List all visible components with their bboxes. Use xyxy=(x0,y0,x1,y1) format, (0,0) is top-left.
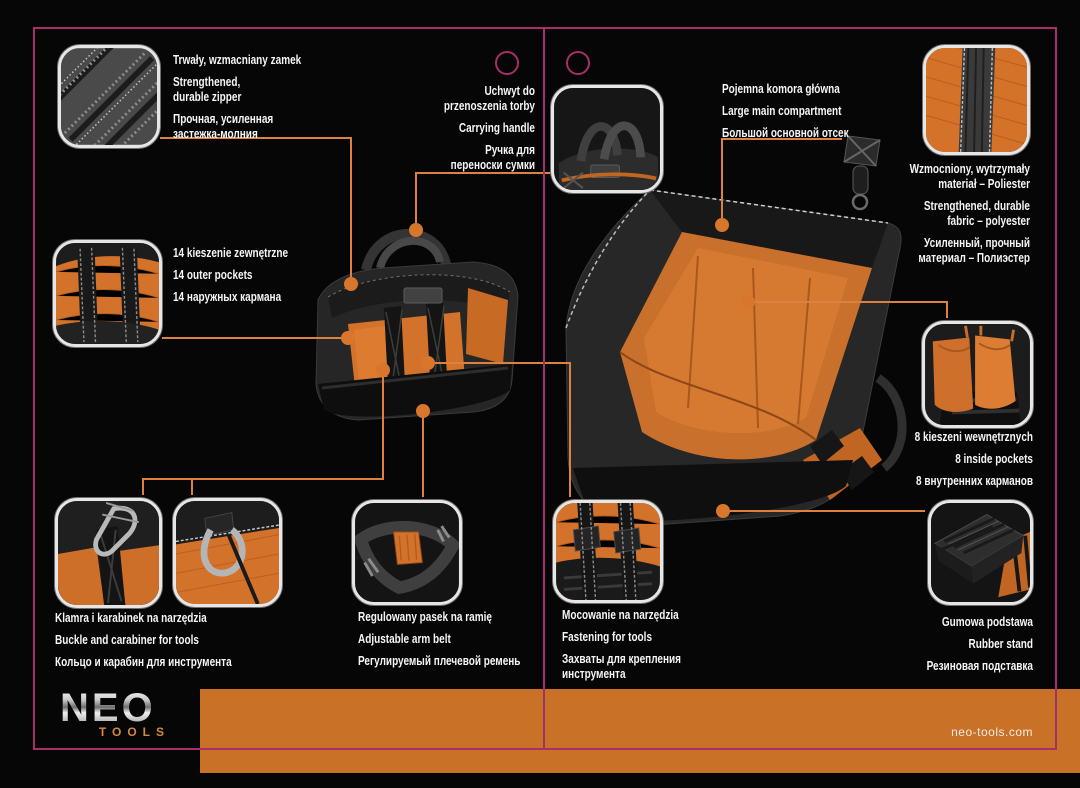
buckle-label-en: Buckle and carabiner for tools xyxy=(55,633,199,647)
fastening-label-en: Fastening for tools xyxy=(562,630,652,644)
panel-border xyxy=(33,27,1057,750)
website-url: neo-tools.com xyxy=(951,725,1033,739)
neo-tools-logo: NEO TOOLS xyxy=(60,688,170,739)
rubber-stand-label-ru: Резиновая подставка xyxy=(926,659,1033,673)
rubber-stand-label-en: Rubber stand xyxy=(968,637,1033,651)
feature-buckle-label: Klamra i karabinek na narzędzia Buckle a… xyxy=(55,611,279,677)
polyester-label-ru: Усиленный, прочный материал – Полиэстер xyxy=(918,236,1030,265)
buckle-label-pl: Klamra i karabinek na narzędzia xyxy=(55,611,207,625)
feature-outer-pockets-label: 14 kieszenie zewnętrzne 14 outer pockets… xyxy=(173,246,357,312)
rubber-base-photo xyxy=(928,500,1033,605)
open-bag-photo xyxy=(548,128,926,530)
shoulder-strap-photo xyxy=(352,500,462,605)
polyester-label-pl: Wzmocniony, wytrzymały materiał – Polies… xyxy=(909,162,1030,191)
feature-zipper-label: Trwały, wzmacniany zamek Strengthened, d… xyxy=(173,53,357,149)
brand-sub-name: TOOLS xyxy=(98,725,170,739)
outer-pockets-label-ru: 14 наружных кармана xyxy=(173,290,282,304)
fastening-label-pl: Mocowanie na narzędzia xyxy=(562,608,679,622)
main-compartment-label-en: Large main compartment xyxy=(722,104,842,118)
inner-pockets-label-pl: 8 kieszeni wewnętrznych xyxy=(914,430,1033,444)
outer-pockets-label-en: 14 outer pockets xyxy=(173,268,253,282)
buckle-label-ru: Кольцо и карабин для инструмента xyxy=(55,655,232,669)
outer-pockets-label-pl: 14 kieszenie zewnętrzne xyxy=(173,246,289,260)
polyester-label-en: Strengthened, durable fabric – polyester xyxy=(923,199,1030,228)
tool-fastening-photo xyxy=(553,500,663,603)
footer-orange-bar xyxy=(200,689,1080,773)
d-ring-photo xyxy=(173,498,282,607)
zipper-label-ru: Прочная, усиленная застежка-молния xyxy=(173,112,274,141)
inside-pockets-photo xyxy=(922,321,1033,428)
handle-label-en: Carrying handle xyxy=(458,121,535,135)
feature-polyester-label: Wzmocniony, wytrzymały materiał – Polies… xyxy=(870,162,1030,273)
main-compartment-label-pl: Pojemna komora główna xyxy=(722,82,840,96)
handle-label-pl: Uchwyt do przenoszenia torby xyxy=(443,84,535,113)
brand-name: NEO xyxy=(60,688,170,728)
zipper-label-pl: Trwały, wzmacniany zamek xyxy=(173,53,302,67)
feature-arm-belt-label: Regulowany pasek na ramię Adjustable arm… xyxy=(358,610,558,676)
rubber-stand-label-pl: Gumowa podstawa xyxy=(941,615,1033,629)
feature-rubber-stand-label: Gumowa podstawa Rubber stand Резиновая п… xyxy=(881,615,1033,681)
carrying-handle-photo xyxy=(551,85,663,193)
polyester-fabric-photo xyxy=(923,45,1030,155)
feature-handle-label: Uchwyt do przenoszenia torby Carrying ha… xyxy=(407,84,535,180)
fastening-label-ru: Захваты для крепления инструмента xyxy=(562,652,682,681)
inner-pockets-label-en: 8 inside pockets xyxy=(955,452,1033,466)
zipper-closeup-photo xyxy=(58,45,160,148)
arm-belt-label-pl: Regulowany pasek na ramię xyxy=(358,610,492,624)
arm-belt-label-ru: Регулируемый плечевой ремень xyxy=(358,654,521,668)
zipper-label-en: Strengthened, durable zipper xyxy=(173,75,242,104)
arm-belt-label-en: Adjustable arm belt xyxy=(358,632,451,646)
handle-label-ru: Ручка для переноски сумки xyxy=(450,143,535,172)
feature-inner-pockets-label: 8 kieszeni wewnętrznych 8 inside pockets… xyxy=(881,430,1033,496)
outer-pockets-photo xyxy=(53,240,162,347)
feature-fastening-label: Mocowanie na narzędzia Fastening for too… xyxy=(562,608,746,689)
carabiner-photo xyxy=(55,498,162,608)
inner-pockets-label-ru: 8 внутренних карманов xyxy=(915,474,1033,488)
feature-main-compartment-label: Pojemna komora główna Large main compart… xyxy=(722,82,906,148)
main-compartment-label-ru: Большой основной отсек xyxy=(722,126,849,140)
